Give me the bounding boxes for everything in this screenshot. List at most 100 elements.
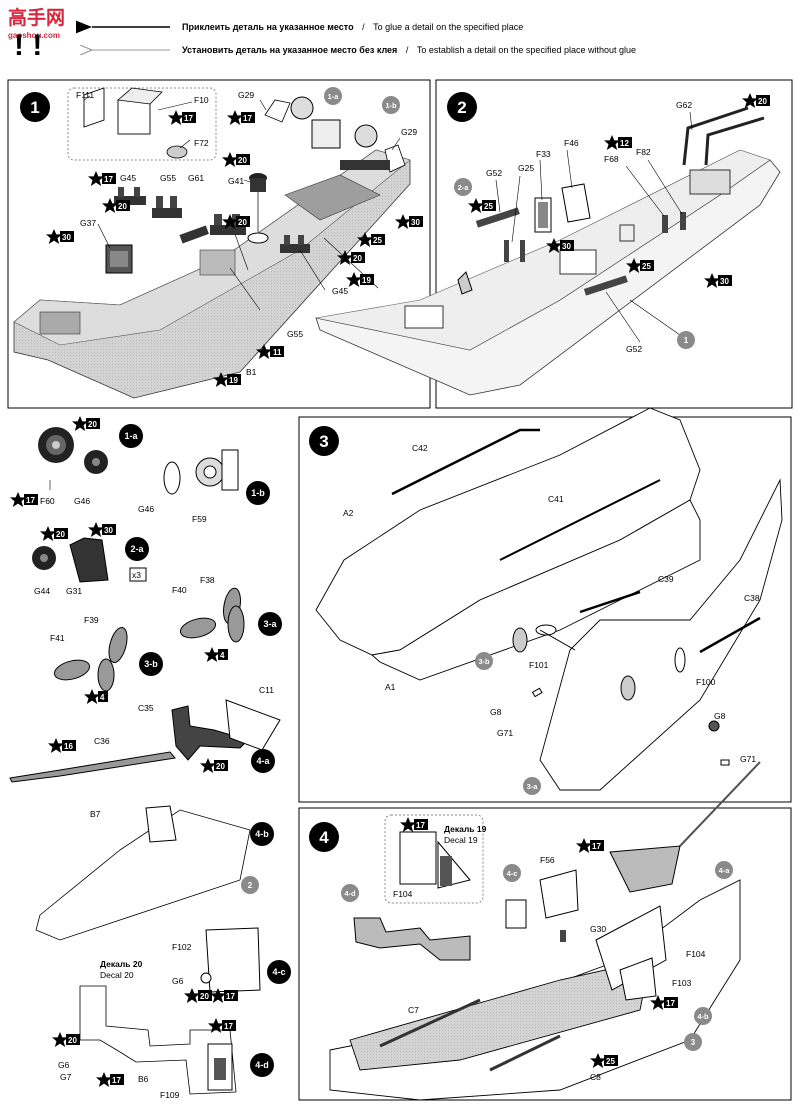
part-c7-c8 — [379, 998, 561, 1072]
part-f68-f82 — [662, 212, 686, 233]
watermark-bottom: gaoshou.com — [8, 31, 60, 40]
watermark-top: 高手网 — [8, 6, 65, 29]
part-f111-f10 — [83, 87, 188, 159]
svg-text:17: 17 — [26, 496, 35, 505]
badge-ref-3: 3 — [691, 1038, 696, 1047]
hull-assembled-4 — [329, 879, 741, 1101]
label-g45-b: G45 — [332, 286, 348, 296]
label-g7: G7 — [60, 1072, 72, 1082]
part-c42-shape — [391, 428, 540, 496]
label-g37: G37 — [80, 218, 96, 228]
legend-glue-en: To glue a detail on the specified place — [373, 22, 523, 32]
svg-text:20: 20 — [238, 156, 247, 165]
parts-f104-f103 — [595, 905, 667, 1001]
badge-2-a: 2-a — [130, 544, 144, 554]
badge-4-b: 4-b — [255, 829, 269, 839]
label-a1: A1 — [385, 682, 396, 692]
svg-text:30: 30 — [411, 218, 420, 227]
label-f46: F46 — [564, 138, 579, 148]
hull-stern — [539, 478, 783, 791]
label-g71-a: G71 — [497, 728, 513, 738]
label-c36: C36 — [94, 736, 110, 746]
svg-text:11: 11 — [273, 348, 282, 357]
label-f39: F39 — [84, 615, 99, 625]
label-f56: F56 — [540, 855, 555, 865]
label-f40: F40 — [172, 585, 187, 595]
legend: Приклеить деталь на указанное место / To… — [76, 20, 636, 55]
badge-4-d-ref: 4-d — [344, 889, 356, 898]
substep-3-a: F40 F38 3-a 4 — [172, 575, 282, 662]
svg-text:20: 20 — [88, 420, 97, 429]
svg-text:30: 30 — [62, 233, 71, 242]
exclamation-icon: ! ! — [14, 29, 42, 62]
part-g37 — [105, 244, 133, 274]
substep-3-b: F41 F39 3-b 4 — [50, 615, 163, 704]
badge-4-a: 4-a — [256, 756, 270, 766]
part-g52 — [475, 207, 628, 296]
label-g6-a: G6 — [172, 976, 184, 986]
badge-ref-1: 1 — [684, 336, 689, 345]
part-2a-ref — [457, 271, 473, 295]
label-g44: G44 — [34, 586, 50, 596]
part-g55 — [152, 196, 182, 218]
svg-text:17: 17 — [243, 114, 252, 123]
part-f33-f46 — [534, 183, 591, 233]
svg-text:17: 17 — [184, 114, 193, 123]
badge-ref-2: 2 — [248, 881, 253, 890]
substep-4-c: F102 G6 4-c 20 17 — [172, 927, 291, 1003]
label-g8-b: G8 — [714, 711, 726, 721]
part-g41 — [247, 173, 269, 244]
paint-refs-panel1: 17 17 20 30 17 20 20 30 25 20 19 11 19 — [46, 110, 423, 387]
label-g61: G61 — [188, 173, 204, 183]
substep-4-a: C35 C11 C36 4-a 16 20 — [9, 685, 281, 783]
label-g55-b: G55 — [287, 329, 303, 339]
svg-text:4: 4 — [100, 693, 105, 702]
label-g46-a: G46 — [74, 496, 90, 506]
label-b1: B1 — [246, 367, 257, 377]
label-g52-a: G52 — [486, 168, 502, 178]
label-f72: F72 — [194, 138, 209, 148]
step-3-number: 3 — [319, 432, 328, 451]
decal-20-en: Decal 20 — [100, 970, 134, 980]
badge-3-b-ref: 3-b — [478, 657, 490, 666]
svg-text:30: 30 — [562, 242, 571, 251]
badge-3-b: 3-b — [144, 659, 158, 669]
svg-text:30: 30 — [720, 277, 729, 286]
svg-text:25: 25 — [484, 202, 493, 211]
multiplier-x3: x3 — [132, 570, 141, 580]
svg-text:17: 17 — [416, 821, 425, 830]
part-c38-shape — [699, 616, 761, 654]
badge-4-c: 4-c — [272, 967, 285, 977]
badge-3-a: 3-a — [263, 619, 277, 629]
decal-19-ru: Декаль 19 — [444, 824, 487, 834]
label-g25: G25 — [518, 163, 534, 173]
label-c11: C11 — [259, 685, 274, 695]
label-a2: A2 — [343, 508, 354, 518]
badge-4-a-ref: 4-a — [719, 866, 731, 875]
svg-text:20: 20 — [353, 254, 362, 263]
label-c39: C39 — [658, 574, 674, 584]
badge-4-d: 4-d — [255, 1060, 269, 1070]
badge-4-b-ref: 4-b — [697, 1012, 709, 1021]
label-g62: G62 — [676, 100, 692, 110]
label-f33: F33 — [536, 149, 551, 159]
badge-1-b: 1-b — [251, 488, 265, 498]
label-c35: C35 — [138, 703, 154, 713]
propeller-f100 — [674, 647, 686, 673]
parts-f56-g30 — [505, 869, 579, 942]
label-f38: F38 — [200, 575, 215, 585]
label-f103: F103 — [672, 978, 692, 988]
step-1-panel: 1 — [7, 79, 431, 409]
label-b7: B7 — [90, 809, 101, 819]
label-f82: F82 — [636, 147, 651, 157]
svg-text:20: 20 — [200, 992, 209, 1001]
label-f101: F101 — [529, 660, 549, 670]
label-g41: G41 — [228, 176, 244, 186]
badge-1-a: 1-a — [328, 92, 340, 101]
step-2-panel: 2 — [315, 79, 793, 409]
step-3-panel: 3 C42 A2 C41 C39 C38 F101 F — [298, 407, 792, 803]
part-g29-assemblies — [264, 96, 406, 173]
part-g25 — [504, 240, 525, 262]
substep-4-b: B7 4-b 2 — [35, 805, 274, 941]
